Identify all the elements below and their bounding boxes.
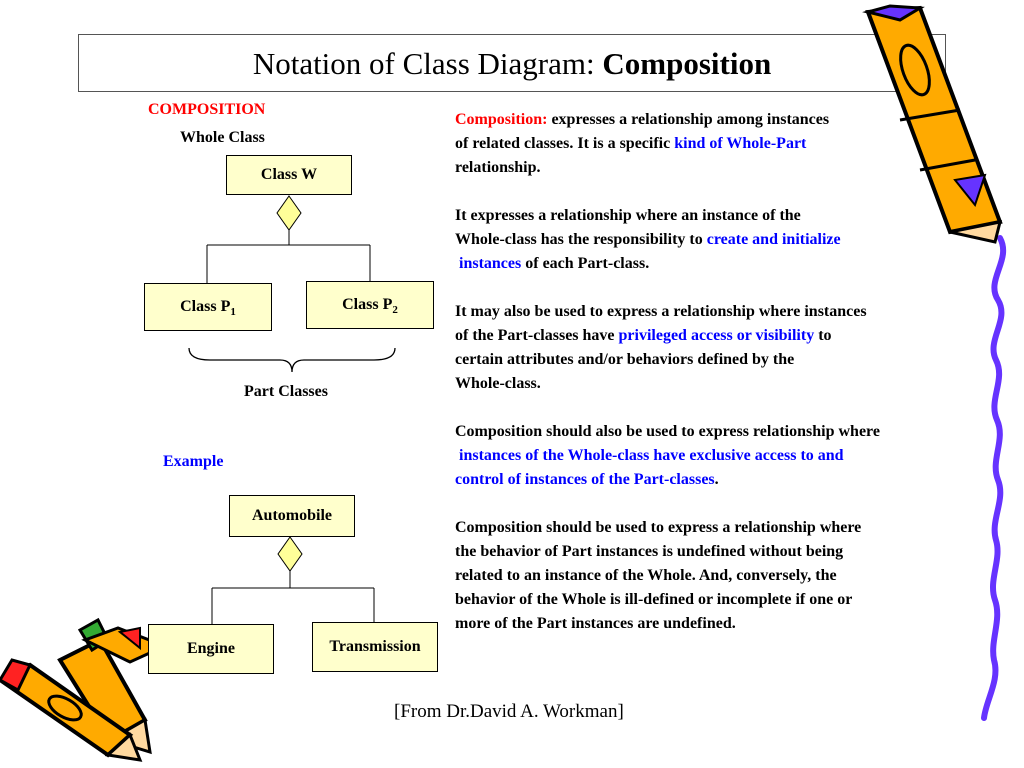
- p2-blue1: create and initialize: [706, 231, 841, 248]
- class-p1-subscript: 1: [230, 306, 236, 319]
- p2-blue2: instances: [459, 255, 522, 272]
- p3-a: It may also be used to express a relatio…: [455, 303, 867, 320]
- p3-c: to: [814, 327, 832, 344]
- p2-c: of each Part-class.: [521, 255, 650, 272]
- title-normal: Notation of Class Diagram:: [252, 46, 603, 81]
- transmission-box: Transmission: [312, 622, 438, 672]
- composition-diamond-top: [276, 195, 302, 231]
- p5-b: the behavior of Part instances is undefi…: [455, 543, 844, 560]
- p5-c: related to an instance of the Whole. And…: [455, 567, 837, 584]
- class-p2-label: Class P: [342, 296, 393, 313]
- p3-e: Whole-class.: [455, 375, 541, 392]
- paragraph-1: Composition: expresses a relationship am…: [455, 108, 995, 180]
- paragraph-3: It may also be used to express a relatio…: [455, 300, 995, 396]
- p5-e: more of the Part instances are undefined…: [455, 615, 736, 632]
- class-p1-box: Class P1: [144, 283, 272, 331]
- class-p2-box: Class P2: [306, 281, 434, 329]
- p3-d: certain attributes and/or behaviors defi…: [455, 351, 795, 368]
- crayons-icon: [0, 617, 169, 762]
- composition-diamond-example: [277, 536, 303, 572]
- p2-b: Whole-class has the responsibility to: [455, 231, 707, 248]
- title-bold: Composition: [602, 46, 772, 81]
- whole-class-label: Whole Class: [180, 129, 265, 146]
- class-p2-subscript: 2: [392, 304, 398, 317]
- p1-c: relationship.: [455, 159, 541, 176]
- footer-citation: [From Dr.David A. Workman]: [394, 701, 624, 722]
- part-classes-label: Part Classes: [244, 383, 328, 400]
- p5-d: behavior of the Whole is ill-defined or …: [455, 591, 853, 608]
- paragraph-2: It expresses a relationship where an ins…: [455, 204, 995, 276]
- automobile-box: Automobile: [229, 495, 355, 537]
- class-w-label: Class W: [260, 166, 318, 183]
- p4-c: .: [714, 471, 719, 488]
- transmission-label: Transmission: [329, 638, 421, 655]
- class-w-box: Class W: [226, 155, 352, 195]
- part-classes-brace: [188, 347, 396, 373]
- engine-box: Engine: [148, 624, 274, 674]
- p1-red: Composition:: [455, 111, 548, 128]
- crayon-icon: [862, 4, 1003, 244]
- slide-title: Notation of Class Diagram: Composition: [78, 34, 946, 92]
- p4-blue1: instances of the Whole-class have exclus…: [459, 447, 844, 464]
- p5-a: Composition should be used to express a …: [455, 519, 862, 536]
- p3-blue: privileged access or visibility: [618, 327, 815, 344]
- squiggle-line: [981, 235, 1007, 721]
- class-p1-label: Class P: [180, 298, 231, 315]
- paragraph-4: Composition should also be used to expre…: [455, 420, 995, 492]
- example-label: Example: [163, 453, 224, 470]
- p1-a: expresses a relationship among instances: [547, 111, 830, 128]
- p2-a: It expresses a relationship where an ins…: [455, 207, 801, 224]
- p4-blue2: control of instances of the Part-classes: [455, 471, 715, 488]
- paragraph-5: Composition should be used to express a …: [455, 516, 995, 636]
- automobile-label: Automobile: [252, 507, 332, 524]
- p4-a: Composition should also be used to expre…: [455, 423, 880, 440]
- p1-b: of related classes. It is a specific: [455, 135, 675, 152]
- engine-label: Engine: [186, 640, 235, 657]
- p1-blue: kind of Whole-Part: [674, 135, 807, 152]
- composition-label: COMPOSITION: [148, 101, 266, 118]
- p3-b: of the Part-classes have: [455, 327, 619, 344]
